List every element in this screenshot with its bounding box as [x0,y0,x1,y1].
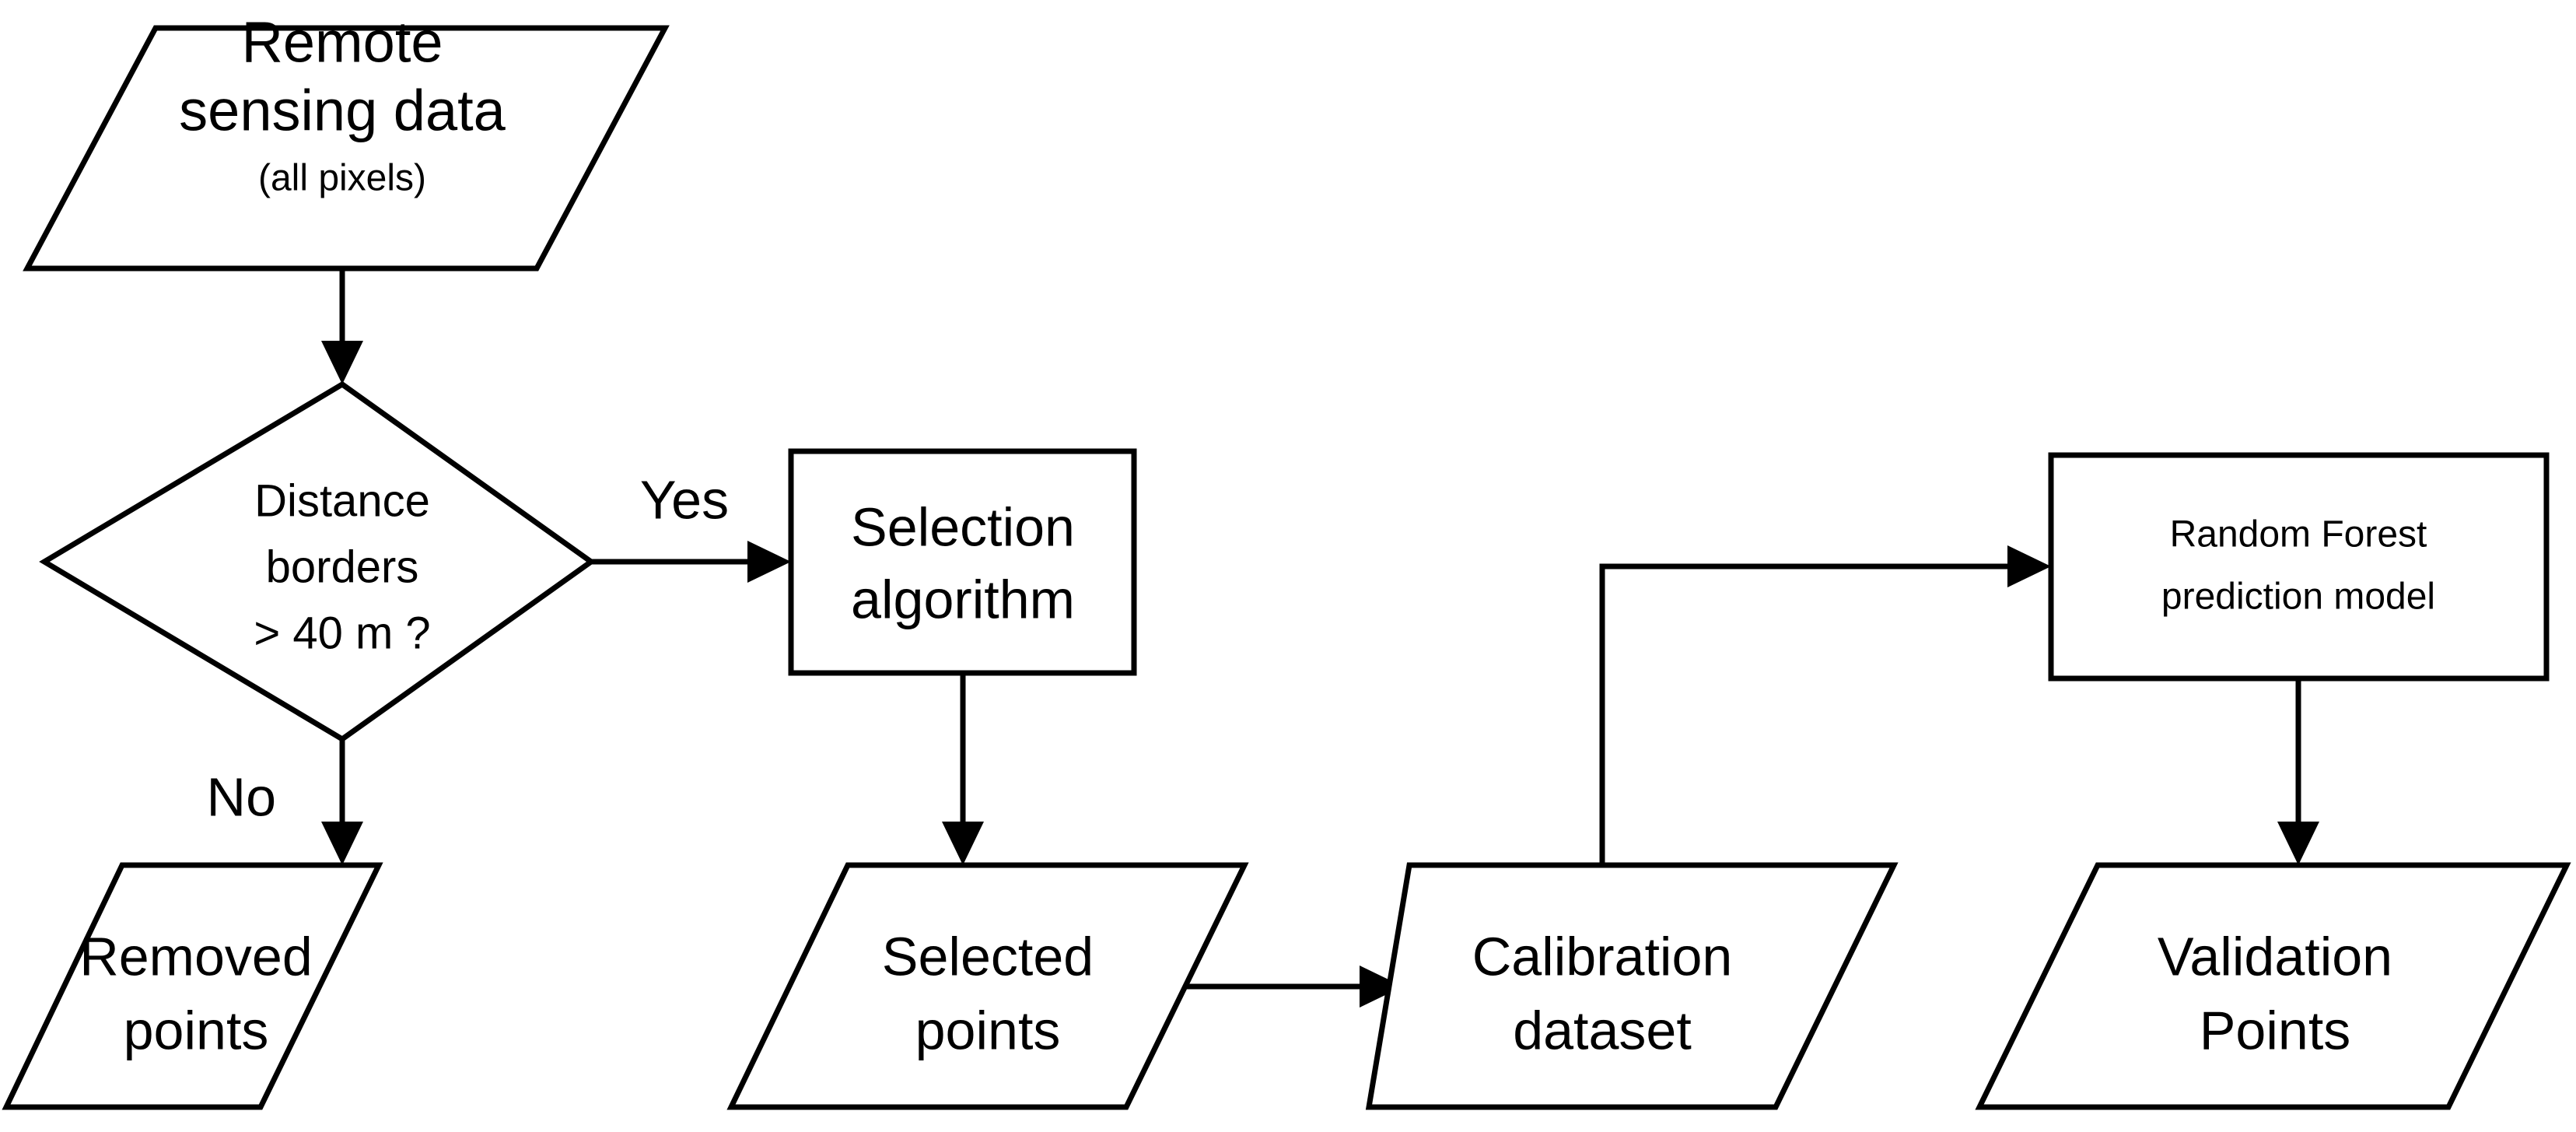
selection-algorithm-shape [788,448,1137,676]
remote-sensing-data-shape [23,25,670,272]
random-forest-line2: prediction model [2161,577,2435,618]
edge-label-no: No [207,766,276,827]
removed-points-shape [2,862,383,1110]
validation-points-shape [1975,862,2571,1110]
edge-decision-to-selection-arrowhead [747,541,791,583]
edge-selection-to-selected-arrowhead [942,822,984,865]
node-removed-points[interactable]: Removed points [2,862,383,1110]
removed-points-line1: Removed [79,926,313,987]
validation-points-line1: Validation [2158,926,2392,987]
edge-calibration-to-random-forest [1599,545,2051,865]
remote-sensing-data-line1: Remote [241,10,443,75]
removed-points-line2: points [124,1000,269,1060]
distance-decision-line2: borders [266,541,419,592]
edge-selected-to-calibration [1185,966,1403,1008]
selected-points-line2: points [915,1000,1061,1060]
edge-calibration-to-random-forest-line [1599,563,2026,865]
edge-calibration-to-random-forest-arrowhead [2007,545,2051,587]
calibration-dataset-line1: Calibration [1472,926,1733,987]
edge-decision-to-selection: Yes [591,469,791,583]
node-distance-decision[interactable]: Distance borders > 40 m ? [39,380,597,743]
selected-points-shape [726,862,1249,1110]
selection-algorithm-line2: algorithm [851,569,1075,629]
selected-points-line1: Selected [882,926,1094,987]
edge-data-to-decision [321,268,363,384]
edge-decision-to-removed: No [207,739,363,865]
random-forest-line1: Random Forest [2170,514,2427,555]
node-remote-sensing-data[interactable]: Remote sensing data (all pixels) [23,10,670,272]
edge-data-to-decision-arrowhead [321,341,363,384]
node-calibration-dataset[interactable]: Calibration dataset [1365,862,1899,1110]
calibration-dataset-shape [1365,862,1899,1110]
calibration-dataset-line2: dataset [1513,1000,1692,1060]
edge-label-yes: Yes [640,469,729,530]
distance-decision-line3: > 40 m ? [254,608,430,658]
random-forest-shape [2048,452,2550,682]
remote-sensing-data-line2: sensing data [179,79,506,143]
node-selected-points[interactable]: Selected points [726,862,1249,1110]
edge-random-forest-to-validation [2277,678,2319,865]
edge-selected-to-calibration-arrowhead [1360,966,1403,1008]
node-selection-algorithm[interactable]: Selection algorithm [788,448,1137,676]
node-validation-points[interactable]: Validation Points [1975,862,2571,1110]
selection-algorithm-line1: Selection [851,496,1075,557]
remote-sensing-data-line3: (all pixels) [258,158,426,199]
node-random-forest[interactable]: Random Forest prediction model [2048,452,2550,682]
edge-random-forest-to-validation-arrowhead [2277,822,2319,865]
edge-decision-to-removed-arrowhead [321,822,363,865]
distance-decision-line1: Distance [254,475,430,526]
edge-selection-to-selected [942,673,984,865]
validation-points-line2: Points [2200,1000,2351,1060]
